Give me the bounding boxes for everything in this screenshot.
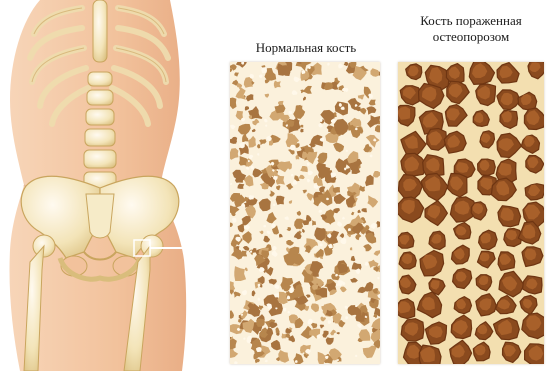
normal-bone-label: Нормальная кость bbox=[226, 40, 386, 56]
osteoporosis-label-line1: Кость пораженная bbox=[396, 13, 546, 29]
osteoporosis-label-line2: остеопорозом bbox=[396, 29, 546, 45]
normal-bone-panel bbox=[230, 62, 380, 364]
osteoporosis-bone-label: Кость пораженная остеопорозом bbox=[396, 13, 546, 45]
osteoporosis-bone-panel bbox=[398, 62, 544, 364]
porous-bone-texture-icon bbox=[398, 62, 544, 364]
dense-bone-texture-icon bbox=[230, 62, 380, 364]
